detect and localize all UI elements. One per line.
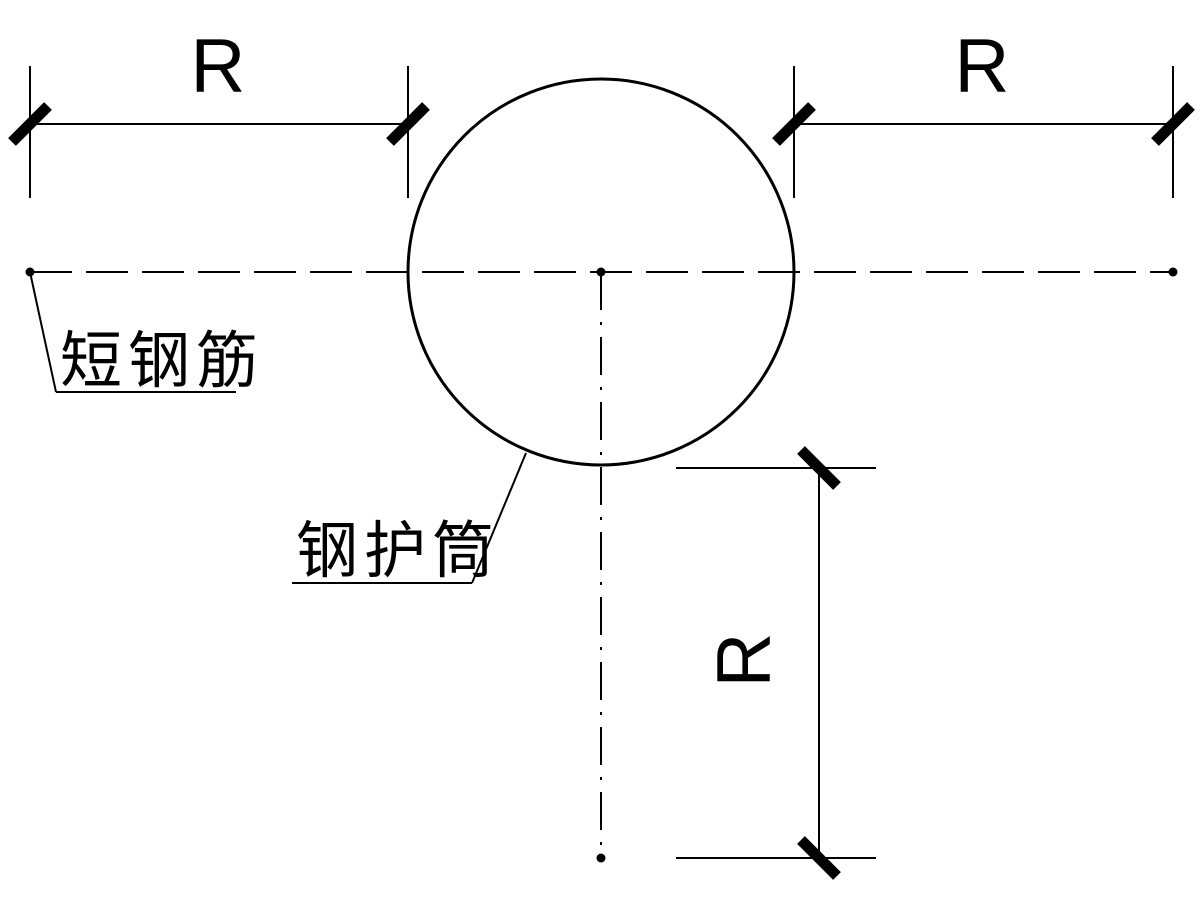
casing-center-point [596, 267, 606, 277]
dimension-tick [386, 102, 430, 146]
dimension-tick [797, 836, 841, 880]
dimension-label-r: R [702, 633, 787, 688]
callout-steel-casing: 钢护筒 [292, 452, 527, 587]
callout-short-rebar: 短钢筋 [29, 271, 264, 397]
dimension-top-left: R [8, 24, 430, 198]
short-rebar-label: 短钢筋 [60, 324, 264, 397]
steel-casing-label: 钢护筒 [296, 514, 500, 587]
dimension-tick [1151, 102, 1195, 146]
short-rebar-point-bottom [596, 853, 606, 863]
dimension-tick [8, 102, 52, 146]
dimension-top-right: R [772, 24, 1195, 198]
dimension-label-r: R [191, 24, 246, 109]
dimension-label-r: R [955, 24, 1010, 109]
dimension-tick [797, 446, 841, 490]
dimension-vertical: R [676, 446, 876, 880]
short-rebar-point-right [1168, 267, 1178, 277]
dimension-tick [772, 102, 816, 146]
